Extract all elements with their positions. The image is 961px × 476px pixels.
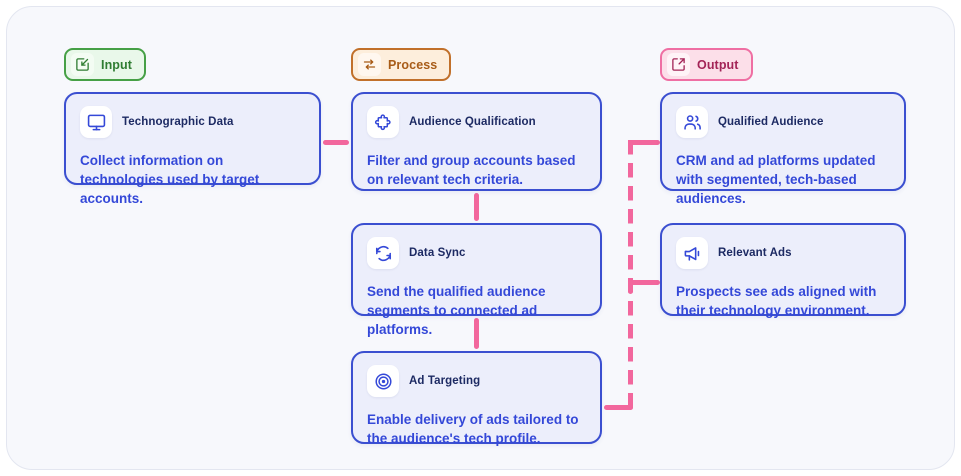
card-description: Collect information on technologies used… <box>80 153 260 207</box>
connector-elbow-top <box>628 140 633 154</box>
card-technographic-data[interactable]: Technographic Data Collect information o… <box>64 92 321 206</box>
connector-branch-to-relevant-ads <box>628 280 660 285</box>
external-link-icon <box>667 53 690 76</box>
puzzle-piece-icon <box>367 106 399 138</box>
refresh-sync-icon <box>367 237 399 269</box>
column-badge-output[interactable]: Output <box>660 48 753 81</box>
card-title: Qualified Audience <box>718 116 824 128</box>
card-title: Audience Qualification <box>409 116 536 128</box>
card-title: Ad Targeting <box>409 375 481 387</box>
card-qualified-audience[interactable]: Qualified Audience CRM and ad platforms … <box>660 92 906 206</box>
card-description: CRM and ad platforms updated with segmen… <box>676 153 876 207</box>
card-header: Audience Qualification <box>367 106 586 138</box>
connector-input-to-process <box>323 140 349 145</box>
monitor-icon <box>80 106 112 138</box>
card-header: Ad Targeting <box>367 365 586 397</box>
connector-qualification-to-datasync <box>474 193 479 221</box>
card-ad-targeting[interactable]: Ad Targeting Enable delivery of ads tail… <box>351 351 602 446</box>
connector-elbow-mid <box>628 280 633 294</box>
card-relevant-ads[interactable]: Relevant Ads Prospects see ads aligned w… <box>660 223 906 318</box>
connector-branch-to-qualified-audience <box>628 140 660 145</box>
card-title: Data Sync <box>409 247 466 259</box>
column-badge-input-label: Input <box>101 57 133 72</box>
connector-adtargeting-to-trunk <box>604 405 633 410</box>
column-badge-output-label: Output <box>697 57 739 72</box>
connector-elbow-bottom <box>628 396 633 410</box>
card-header: Technographic Data <box>80 106 305 138</box>
megaphone-icon <box>676 237 708 269</box>
diagram-canvas: Input Process Output <box>6 6 955 470</box>
card-description: Send the qualified audience segments to … <box>367 284 546 338</box>
target-icon <box>367 365 399 397</box>
column-badge-process[interactable]: Process <box>351 48 452 81</box>
card-data-sync[interactable]: Data Sync Send the qualified audience se… <box>351 223 602 337</box>
card-description: Enable delivery of ads tailored to the a… <box>367 412 579 447</box>
card-header: Qualified Audience <box>676 106 890 138</box>
card-audience-qualification[interactable]: Audience Qualification Filter and group … <box>351 92 602 191</box>
card-description: Prospects see ads aligned with their tec… <box>676 284 877 319</box>
connector-datasync-to-adtargeting <box>474 318 479 349</box>
column-badge-input[interactable]: Input <box>64 48 147 81</box>
arrows-exchange-icon <box>358 53 381 76</box>
card-title: Relevant Ads <box>718 247 792 259</box>
users-icon <box>676 106 708 138</box>
column-badge-process-label: Process <box>388 57 438 72</box>
card-description: Filter and group accounts based on relev… <box>367 153 576 188</box>
card-header: Data Sync <box>367 237 586 269</box>
card-title: Technographic Data <box>122 116 234 128</box>
card-header: Relevant Ads <box>676 237 890 269</box>
connector-output-trunk-dashed <box>628 140 633 410</box>
import-arrow-icon <box>71 53 94 76</box>
